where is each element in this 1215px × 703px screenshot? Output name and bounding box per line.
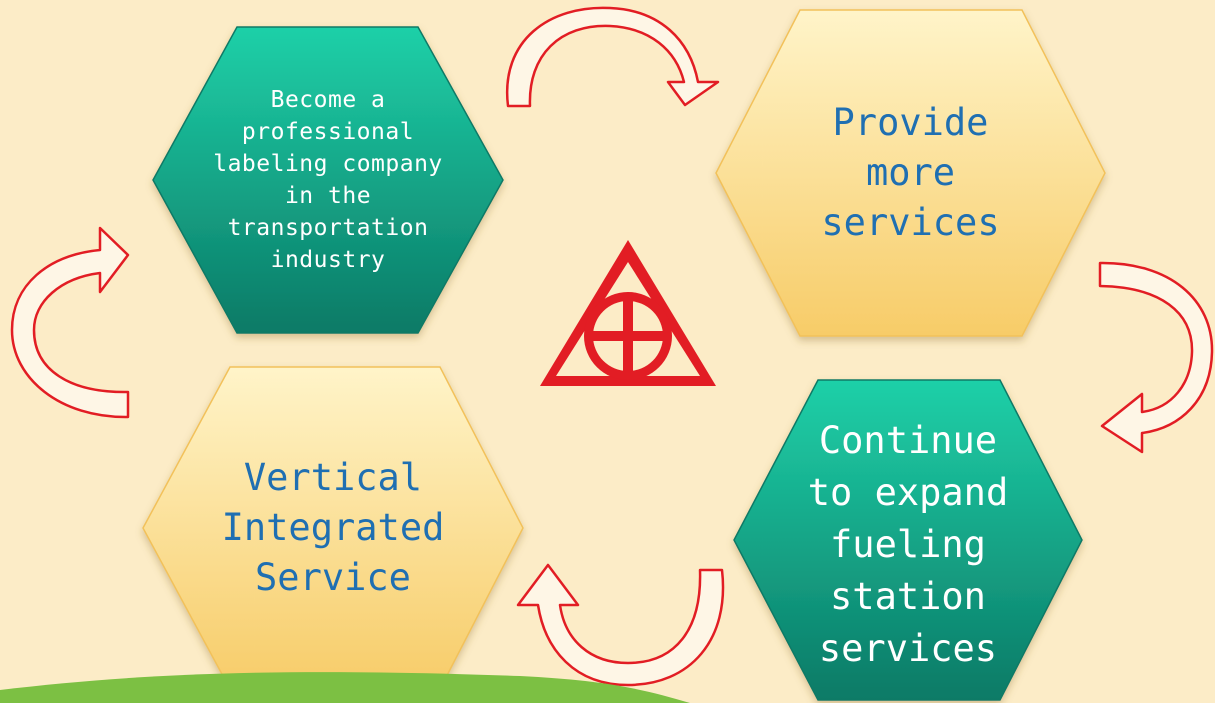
company-logo-icon: [540, 240, 716, 386]
hexagon-step1: [152, 26, 504, 334]
step1-line: Become a: [270, 87, 386, 113]
step4-line: Service: [255, 556, 411, 599]
step1-line: in the: [284, 183, 372, 209]
cycle-arrow-icon: [505, 6, 720, 108]
step1-line: professional: [241, 119, 415, 145]
step4-line: Vertical: [243, 456, 423, 499]
step2-line: more: [865, 151, 956, 194]
step1-line: transportation: [227, 215, 429, 241]
hexagon-step3: [733, 379, 1083, 701]
step3-line: to expand: [807, 471, 1009, 514]
step3-line: services: [818, 627, 998, 670]
step2-line: Provide: [832, 101, 989, 144]
step1-label: Become a professional labeling company i…: [153, 27, 503, 333]
step4-line: Integrated: [221, 506, 445, 549]
step1-line: industry: [270, 247, 386, 273]
step3-line: Continue: [818, 419, 998, 462]
step3-line: fueling: [830, 523, 986, 566]
step4-label: Vertical Integrated Service: [143, 367, 523, 689]
hexagon-step2: [715, 9, 1106, 337]
bottom-wave: [0, 672, 690, 703]
step2-label: Provide more services: [716, 10, 1105, 336]
step1-line: labeling company: [213, 151, 443, 177]
cycle-arrow-icon: [1098, 261, 1214, 454]
cycle-arrow-icon: [10, 226, 130, 419]
step2-line: services: [821, 201, 1000, 244]
cycle-arrow-icon: [516, 563, 725, 687]
step3-line: station: [830, 575, 986, 618]
step3-label: Continue to expand fueling station servi…: [734, 390, 1082, 700]
